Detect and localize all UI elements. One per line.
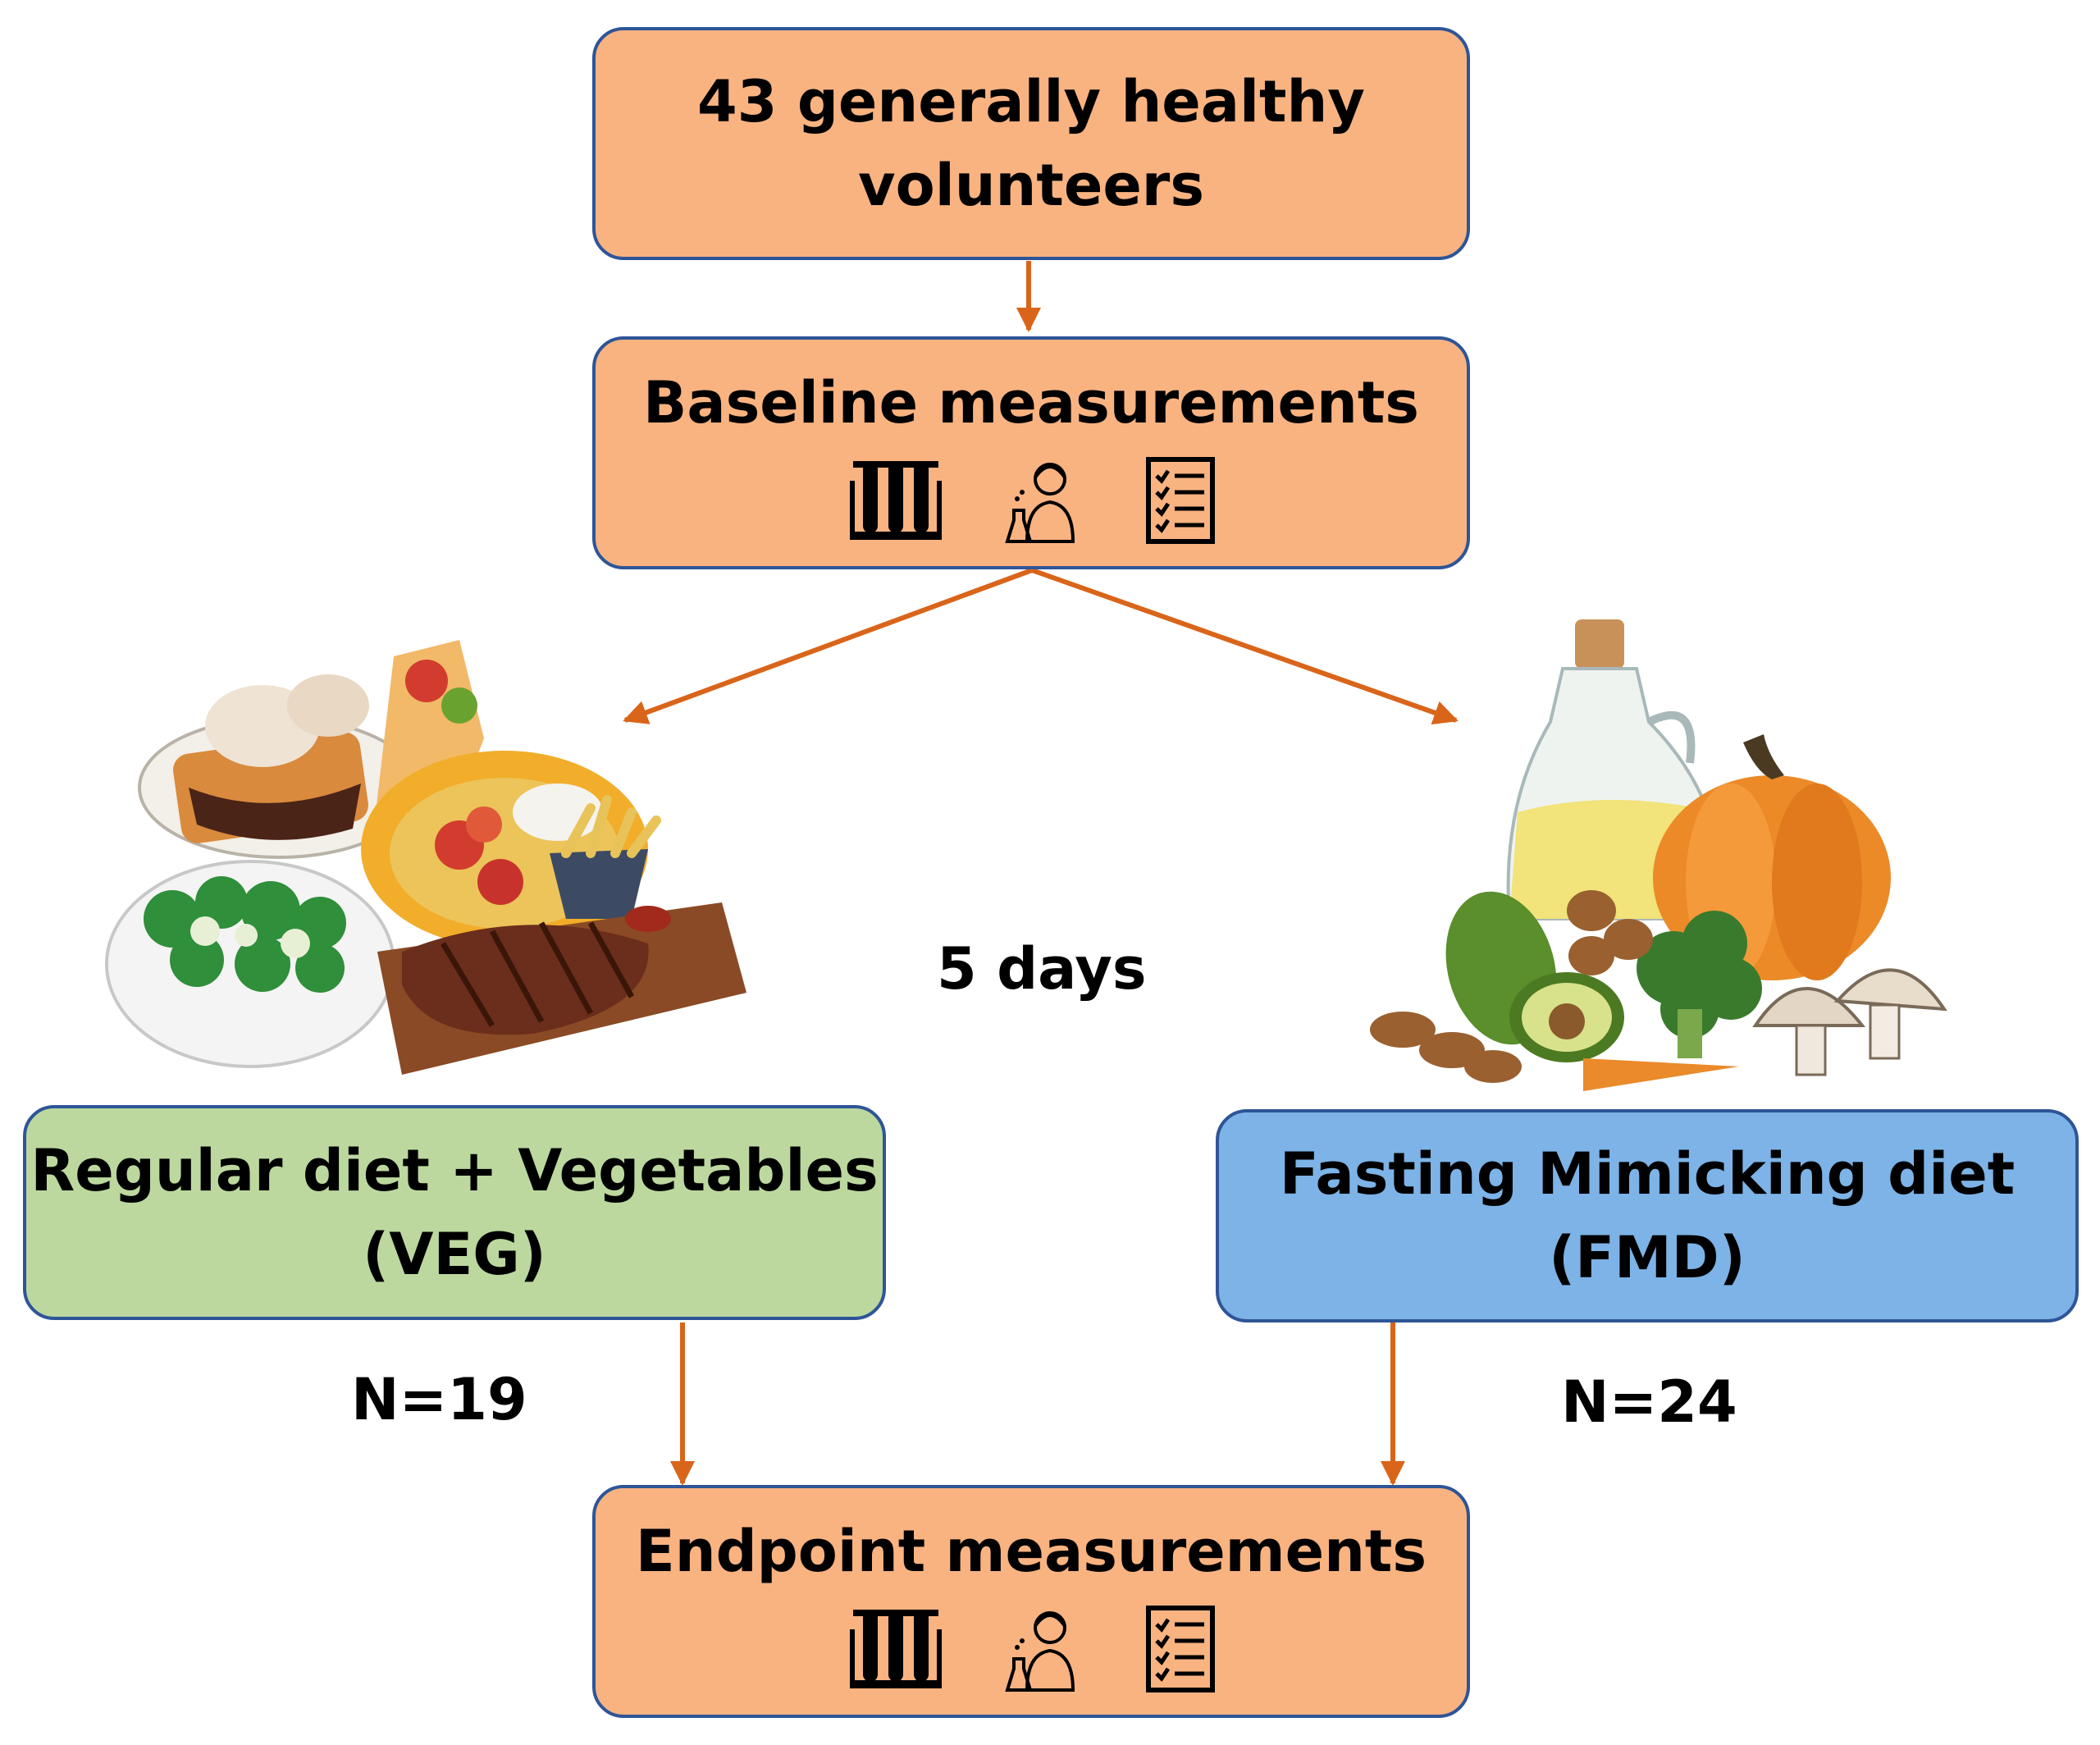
checklist-icon xyxy=(1146,457,1215,544)
arrow-baseline-to-veg xyxy=(623,568,1034,724)
fmd-line1: Fasting Mimicking diet xyxy=(1279,1140,2016,1208)
test-tubes-icon xyxy=(850,461,942,540)
fmd-n-label: N=24 xyxy=(1561,1368,1737,1436)
endpoint-icons xyxy=(847,1605,1216,1693)
endpoint-label: Endpoint measurements xyxy=(635,1518,1427,1585)
veg-line2: (VEG) xyxy=(363,1221,546,1288)
baseline-box: Baseline measurements xyxy=(592,336,1470,569)
fmd-box: Fasting Mimicking diet (FMD) xyxy=(1216,1109,2079,1322)
scientist-icon xyxy=(1005,1611,1075,1692)
volunteers-line2: volunteers xyxy=(858,152,1204,219)
checklist-icon xyxy=(1146,1606,1215,1692)
veg-box: Regular diet + Vegetables (VEG) xyxy=(23,1105,886,1320)
baseline-icons xyxy=(847,456,1216,545)
veg-n-label: N=19 xyxy=(351,1366,527,1433)
volunteers-box: 43 generally healthy volunteers xyxy=(592,27,1470,260)
test-tubes-icon xyxy=(850,1610,942,1688)
scientist-icon xyxy=(1005,463,1075,543)
baseline-label: Baseline measurements xyxy=(643,369,1419,436)
veg-line1: Regular diet + Vegetables xyxy=(30,1137,879,1204)
volunteers-line1: 43 generally healthy xyxy=(697,68,1365,135)
arrow-baseline-to-fmd xyxy=(1030,568,1459,725)
endpoint-box: Endpoint measurements xyxy=(592,1485,1470,1718)
duration-label: 5 days xyxy=(937,935,1147,1003)
fmd-line2: (FMD) xyxy=(1549,1224,1746,1291)
